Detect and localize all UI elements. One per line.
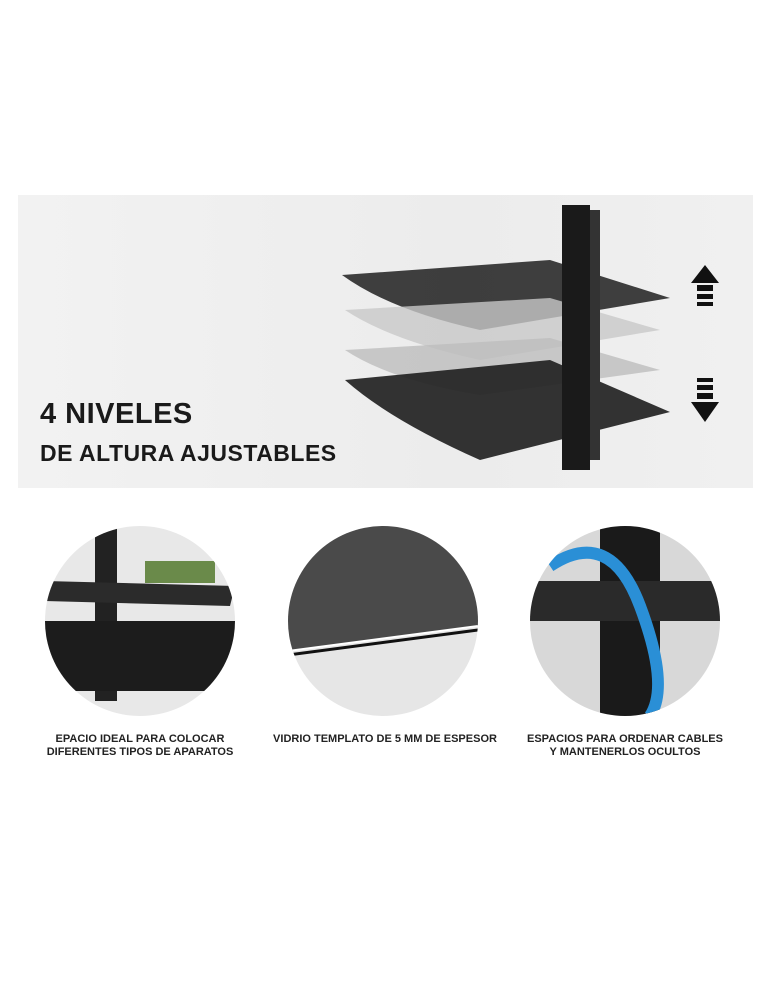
shelf-illustration [342,205,670,470]
arrow-down-icon [691,378,719,422]
cable-management-photo [530,526,720,716]
banner-title: 4 NIVELES [40,398,193,430]
tempered-glass-photo [288,526,478,716]
adjustable-levels-banner [18,195,753,488]
devices-shelf-photo [45,526,235,716]
banner-subtitle: DE ALTURA AJUSTABLES [40,440,337,466]
arrow-up-icon [691,265,719,306]
feature-caption: VIDRIO TEMPLATO DE 5 MM DE ESPESOR [273,733,497,745]
